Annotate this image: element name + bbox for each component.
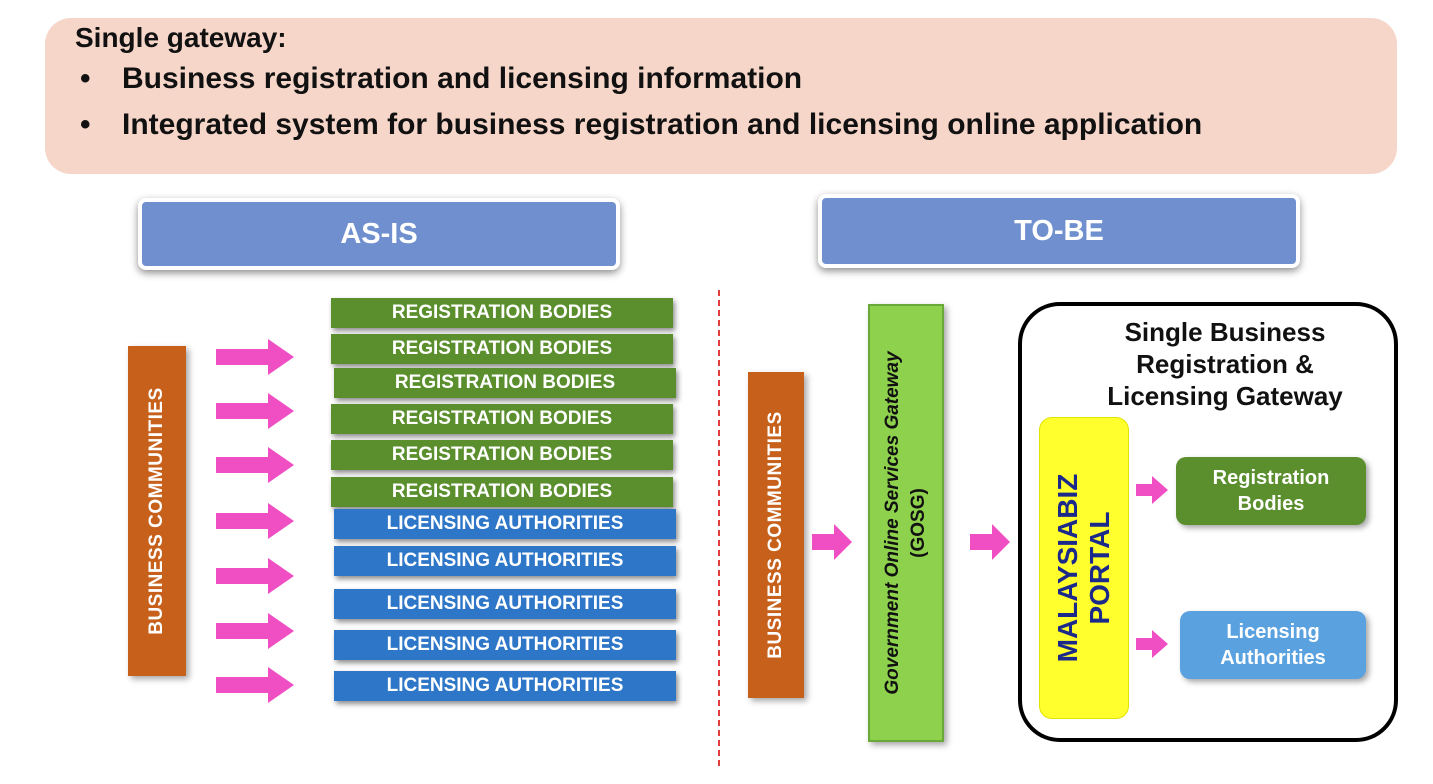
portal-label-line: PORTAL xyxy=(1084,511,1115,625)
gateway-title: Single Business Registration & Licensing… xyxy=(1060,316,1390,412)
bullet-text: Integrated system for business registrat… xyxy=(122,108,1203,141)
banner-bullet: • Integrated system for business registra… xyxy=(80,108,1202,142)
top-banner xyxy=(45,18,1397,174)
business-communities-bar: BUSINESS COMMUNITIES xyxy=(748,372,804,698)
malaysiabiz-portal: MALAYSIABIZ PORTAL xyxy=(1040,418,1128,718)
portal-label-line: MALAYSIABIZ xyxy=(1052,473,1083,663)
to-be-header: TO-BE xyxy=(818,194,1300,268)
bullet-text: Business registration and licensing info… xyxy=(122,62,803,95)
registration-body: REGISTRATION BODIES xyxy=(331,298,673,328)
licensing-authority: LICENSING AUTHORITIES xyxy=(334,509,676,539)
section-divider xyxy=(718,290,720,766)
registration-bodies-line: Bodies xyxy=(1237,493,1305,515)
gateway-title-line: Single Business xyxy=(1124,317,1326,347)
gosg-title: Government Online Services Gateway xyxy=(882,351,903,695)
licensing-authority: LICENSING AUTHORITIES xyxy=(334,630,676,660)
registration-bodies-box: Registration Bodies xyxy=(1176,457,1366,525)
right-arrow-icon xyxy=(1136,476,1168,504)
right-arrow-icon xyxy=(216,558,294,594)
gosg-abbrev: (GOSG) xyxy=(908,488,929,558)
as-is-header: AS-IS xyxy=(138,198,620,270)
registration-body: REGISTRATION BODIES xyxy=(331,404,673,434)
registration-body: REGISTRATION BODIES xyxy=(331,440,673,470)
registration-bodies-line: Registration xyxy=(1212,467,1330,489)
gateway-title-line: Registration & xyxy=(1136,349,1314,379)
registration-body: REGISTRATION BODIES xyxy=(334,368,676,398)
right-arrow-icon xyxy=(216,667,294,703)
licensing-authority: LICENSING AUTHORITIES xyxy=(334,671,676,701)
right-arrow-icon xyxy=(812,524,852,560)
registration-body: REGISTRATION BODIES xyxy=(331,477,673,507)
business-communities-bar: BUSINESS COMMUNITIES xyxy=(128,346,186,676)
right-arrow-icon xyxy=(216,339,294,375)
business-communities-label: BUSINESS COMMUNITIES xyxy=(146,387,167,635)
right-arrow-icon xyxy=(216,393,294,429)
gateway-title-line: Licensing Gateway xyxy=(1107,381,1343,411)
banner-title: Single gateway: xyxy=(75,22,287,53)
banner-bullet: • Business registration and licensing inf… xyxy=(80,62,802,96)
licensing-authorities-box: Licensing Authorities xyxy=(1180,611,1366,679)
gosg-bar: Government Online Services Gateway (GOSG… xyxy=(868,304,944,742)
business-communities-label: BUSINESS COMMUNITIES xyxy=(765,411,786,659)
right-arrow-icon xyxy=(1136,630,1168,658)
as-is-label: AS-IS xyxy=(340,217,418,250)
to-be-label: TO-BE xyxy=(1014,214,1104,247)
right-arrow-icon xyxy=(970,524,1010,560)
licensing-authority: LICENSING AUTHORITIES xyxy=(334,546,676,576)
bullet-marker: • xyxy=(80,62,91,95)
right-arrow-icon xyxy=(216,447,294,483)
bullet-marker: • xyxy=(80,108,91,141)
licensing-authorities-line: Authorities xyxy=(1220,647,1326,669)
right-arrow-icon xyxy=(216,613,294,649)
licensing-authorities-line: Licensing xyxy=(1226,621,1320,643)
registration-body: REGISTRATION BODIES xyxy=(331,334,673,364)
licensing-authority: LICENSING AUTHORITIES xyxy=(334,589,676,619)
right-arrow-icon xyxy=(216,503,294,539)
